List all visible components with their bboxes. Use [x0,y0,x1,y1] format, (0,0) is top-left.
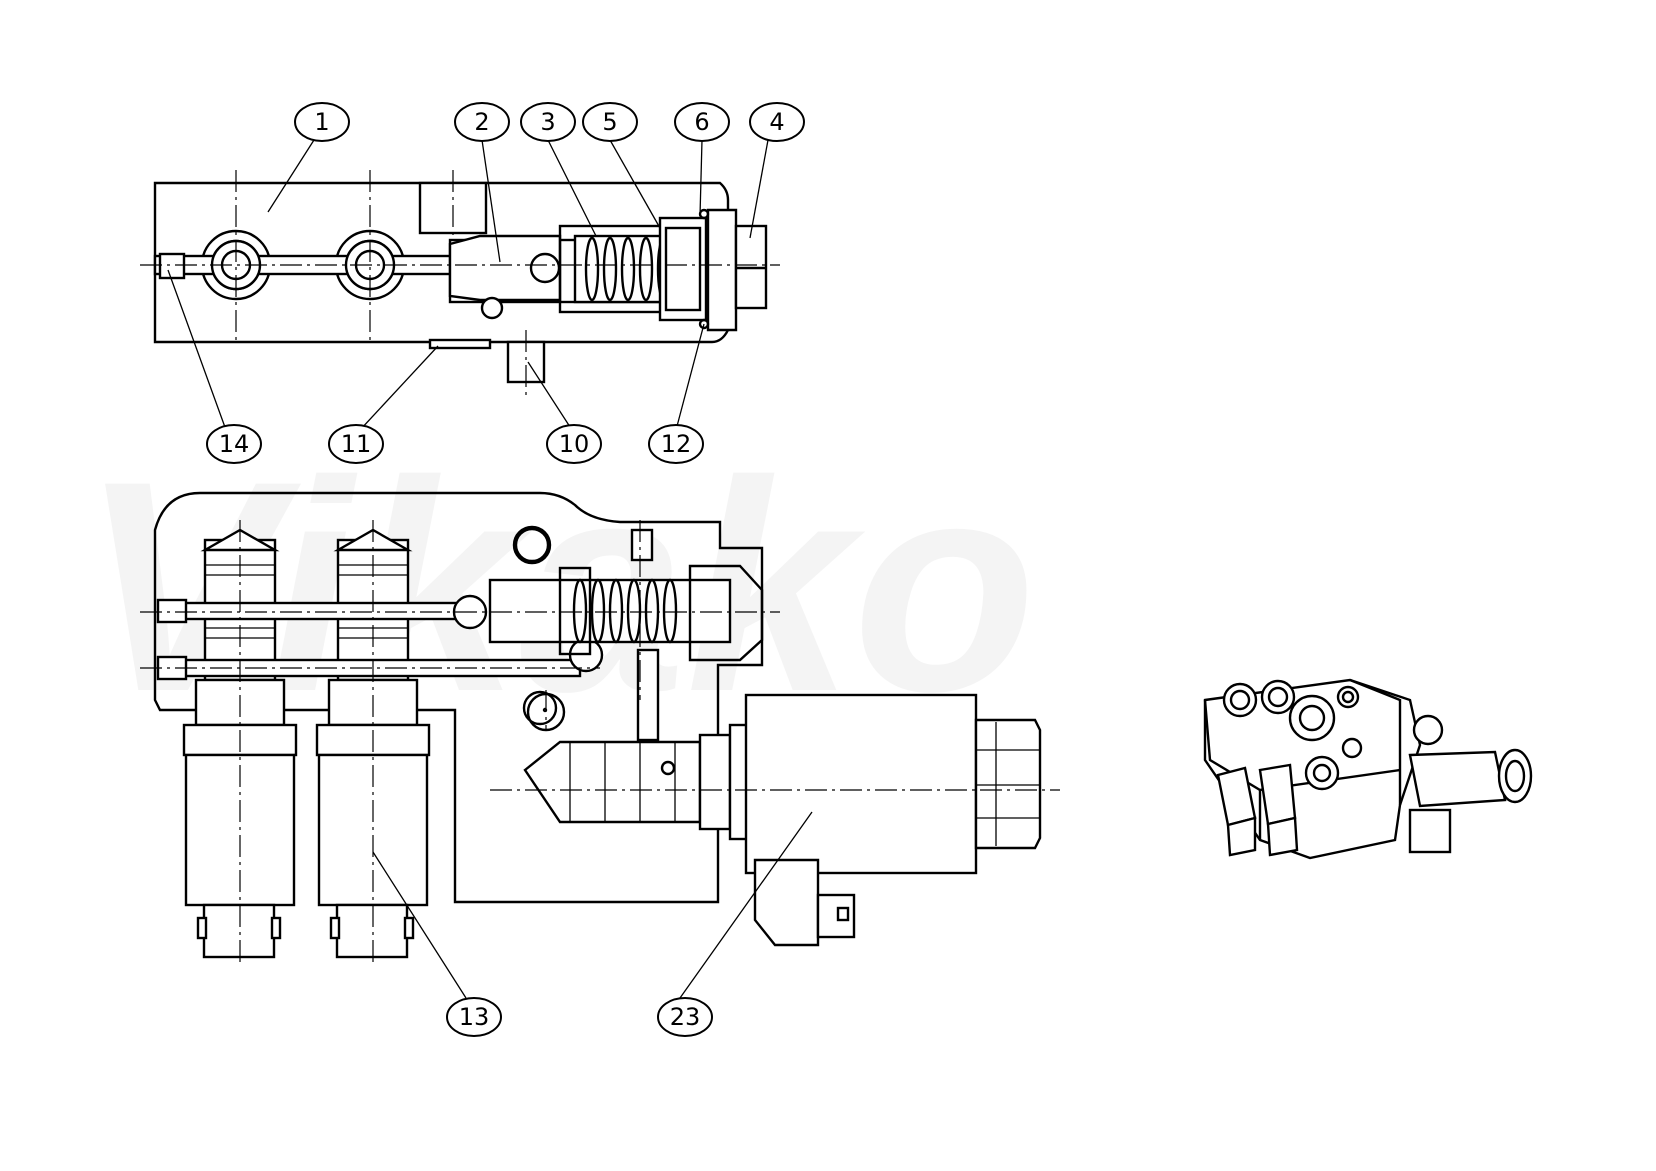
spring-bottom [572,578,678,644]
callout-label-10: 10 [559,430,590,458]
nut-4 [706,208,738,332]
callout-23: 23 [657,997,713,1037]
callout-label-1: 1 [314,108,329,136]
callout-label-2: 2 [474,108,489,136]
callout-label-12: 12 [661,430,692,458]
leader-lines [167,139,813,999]
solenoid-cartridge [523,740,702,824]
callout-12: 12 [648,424,704,464]
callout-11: 11 [328,424,384,464]
plug-14 [158,252,186,280]
callout-14: 14 [206,424,262,464]
callout-label-13: 13 [459,1003,490,1031]
callout-3: 3 [520,102,576,142]
seal-11 [428,338,492,350]
solenoid-coil-23 [744,693,978,875]
callout-label-23: 23 [670,1003,701,1031]
callout-label-3: 3 [540,108,555,136]
cap-6 [658,216,708,322]
ball-lower [522,690,558,726]
bottom-section-view [140,491,1060,965]
plug-upper [156,598,188,624]
callout-5: 5 [582,102,638,142]
poppet-2 [448,234,562,302]
callout-label-11: 11 [341,430,372,458]
cap-bottom [688,564,764,662]
ball-upper [514,527,550,563]
callout-10: 10 [546,424,602,464]
isometric-view [1203,678,1533,860]
callout-4: 4 [749,102,805,142]
callout-label-6: 6 [694,108,709,136]
valve-body-bottom [153,491,764,904]
callout-label-4: 4 [769,108,784,136]
callout-2: 2 [454,102,510,142]
callout-6: 6 [674,102,730,142]
coil-nut [974,718,1042,850]
callout-1: 1 [294,102,350,142]
callout-label-14: 14 [219,430,250,458]
coil-connector [753,858,820,947]
callout-13: 13 [446,997,502,1037]
top-section-view [140,170,780,395]
oring-12b [698,318,710,330]
callout-label-5: 5 [602,108,617,136]
